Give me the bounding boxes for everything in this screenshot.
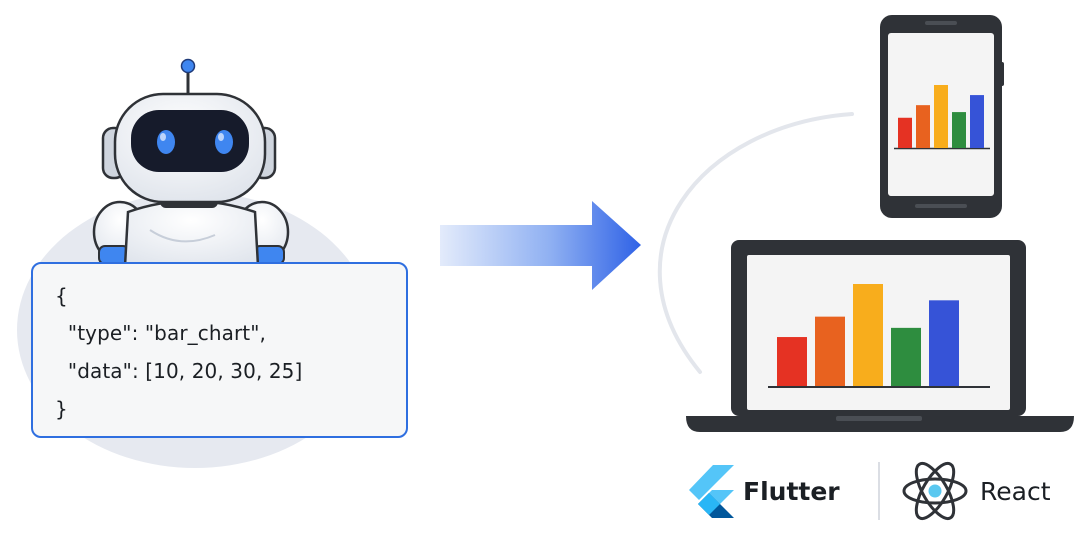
react-logo-icon xyxy=(902,461,968,521)
chart-bar xyxy=(934,85,948,148)
chart-bar xyxy=(916,105,930,148)
chart-bar xyxy=(898,117,912,148)
code-line: { xyxy=(55,284,68,308)
chart-bar xyxy=(952,112,966,148)
flutter-logo-icon xyxy=(689,465,734,518)
chart-bar xyxy=(929,300,959,386)
phone-bar-chart xyxy=(898,85,984,148)
chart-bar xyxy=(777,337,807,386)
robot-icon xyxy=(92,58,290,268)
phone-icon xyxy=(880,15,1004,218)
chart-bar xyxy=(891,327,921,386)
chart-bar xyxy=(853,284,883,386)
json-code-card: { "type": "bar_chart", "data": [10, 20, … xyxy=(31,262,408,438)
code-line: } xyxy=(55,397,68,421)
code-line: "type": "bar_chart", xyxy=(55,321,267,345)
chart-bar xyxy=(970,95,984,148)
laptop-icon xyxy=(686,240,1074,432)
flutter-label: Flutter xyxy=(743,477,840,506)
react-label: React xyxy=(980,477,1051,506)
arrow-right-icon xyxy=(440,201,641,290)
laptop-bar-chart xyxy=(777,284,959,386)
decorative-arc xyxy=(657,112,854,374)
code-line: "data": [10, 20, 30, 25] xyxy=(55,359,303,383)
chart-bar xyxy=(815,316,845,386)
